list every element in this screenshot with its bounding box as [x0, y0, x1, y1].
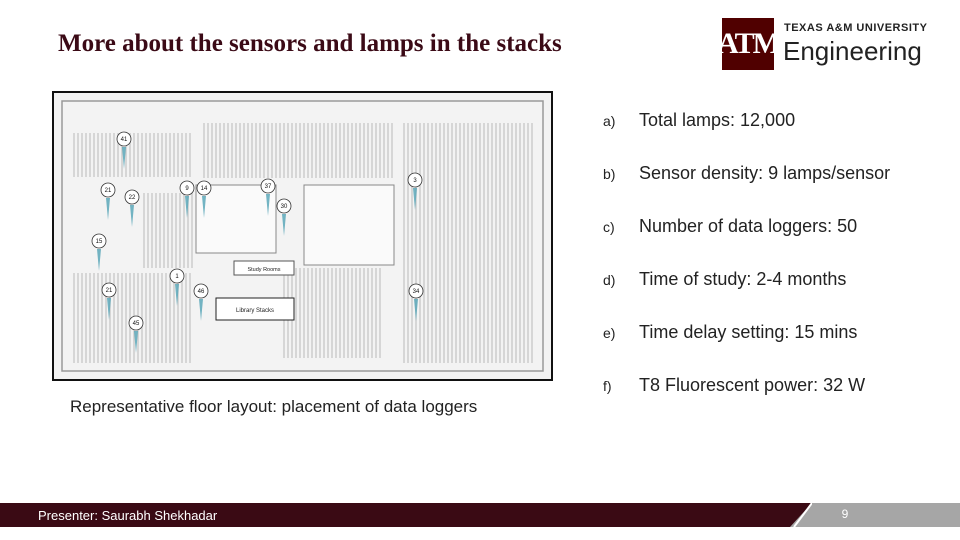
sensor-cone — [106, 198, 110, 220]
fact-study-time: Time of study: 2-4 months — [639, 269, 847, 289]
fact-fluorescent-power: T8 Fluorescent power: 32 W — [639, 375, 866, 395]
central-core-right — [303, 184, 395, 266]
logger-marker — [407, 172, 423, 188]
fact-total-lamps: Total lamps: 12,000 — [639, 110, 796, 130]
figure-caption: Representative floor layout: placement o… — [70, 397, 478, 416]
footer-dark-band — [0, 503, 806, 527]
library-stacks-box — [215, 297, 295, 321]
study-rooms-label: Study Rooms — [247, 267, 280, 273]
logger-id-label: 37 — [265, 184, 272, 190]
sensor-cone — [130, 205, 134, 227]
floor-plan-drawing: Study Rooms Library Stacks 41 21 22 9 14 37 30… — [61, 100, 544, 372]
floor-layout-image: Study Rooms Library Stacks 41 21 22 9 14 37 30… — [52, 91, 553, 381]
sensor-cone — [414, 299, 418, 321]
list-item: c) Number of data loggers: 50 — [603, 200, 948, 253]
central-core-left — [195, 184, 277, 254]
logger-id-label: 1 — [175, 274, 179, 280]
sensor-cone — [282, 214, 286, 236]
atm-logo-mark: ATM — [717, 18, 781, 70]
list-marker: b) — [603, 165, 616, 182]
logger-marker — [169, 268, 185, 284]
fact-time-delay: Time delay setting: 15 mins — [639, 322, 858, 342]
logger-id-label: 21 — [105, 188, 112, 194]
fact-sensor-density: Sensor density: 9 lamps/sensor — [639, 163, 891, 183]
logger-id-label: 34 — [413, 289, 420, 295]
sensor-cone — [97, 249, 101, 271]
logo-college-text: Engineering — [783, 36, 922, 66]
list-marker: e) — [603, 324, 616, 341]
logger-id-label: 21 — [106, 288, 113, 294]
list-marker: d) — [603, 271, 616, 288]
logger-marker — [124, 189, 140, 205]
logger-marker — [196, 180, 212, 196]
list-item: e) Time delay setting: 15 mins — [603, 306, 948, 359]
logo-university-text: TEXAS A&M UNIVERSITY — [784, 22, 928, 34]
logger-marker — [260, 178, 276, 194]
sensor-cone — [107, 298, 111, 320]
sensor-cone — [202, 196, 206, 218]
logger-id-label: 22 — [129, 195, 136, 201]
logger-marker — [91, 233, 107, 249]
logger-id-label: 14 — [201, 186, 208, 192]
logger-marker — [408, 283, 424, 299]
data-logger-markers: 41 21 22 9 14 37 30 3 15 1 46 21 45 34 — [91, 131, 424, 353]
building-outline — [61, 100, 544, 372]
list-marker: c) — [603, 218, 615, 235]
sensor-cone — [413, 188, 417, 210]
list-marker: f) — [603, 377, 612, 394]
library-stacks-label: Library Stacks — [236, 308, 274, 314]
sensor-cone — [175, 284, 179, 306]
logger-id-label: 45 — [133, 321, 140, 327]
logger-marker — [128, 315, 144, 331]
logger-id-label: 46 — [198, 289, 205, 295]
presenter-name: Presenter: Saurabh Shekhadar — [38, 508, 218, 523]
logger-marker — [193, 283, 209, 299]
sensor-cone — [266, 194, 270, 216]
slide-title: More about the sensors and lamps in the … — [58, 30, 562, 57]
list-item: a) Total lamps: 12,000 — [603, 94, 948, 147]
sensor-cone — [122, 147, 126, 169]
logger-id-label: 41 — [121, 137, 128, 143]
fact-data-loggers: Number of data loggers: 50 — [639, 216, 858, 236]
university-logo: ATM TEXAS A&M UNIVERSITY Engineering — [717, 18, 927, 72]
logger-id-label: 3 — [413, 178, 417, 184]
list-item: f) T8 Fluorescent power: 32 W — [603, 359, 948, 412]
logger-marker — [276, 198, 292, 214]
shelf-rows — [73, 123, 533, 363]
sensor-cone — [199, 299, 203, 321]
sensor-cone — [185, 196, 189, 218]
page-number: 9 — [841, 507, 849, 521]
logger-id-label: 9 — [185, 186, 189, 192]
logger-marker — [100, 182, 116, 198]
logger-id-label: 30 — [281, 204, 288, 210]
footer-bar: Presenter: Saurabh Shekhadar 9 — [0, 503, 960, 527]
study-rooms-box — [233, 260, 295, 276]
footer-gray-band — [812, 503, 960, 527]
logger-marker — [179, 180, 195, 196]
logger-marker — [116, 131, 132, 147]
list-marker: a) — [603, 112, 616, 129]
list-item: b) Sensor density: 9 lamps/sensor — [603, 147, 948, 200]
logger-marker — [101, 282, 117, 298]
sensor-cone — [134, 331, 138, 353]
facts-list: a) Total lamps: 12,000 b) Sensor density… — [603, 94, 948, 412]
list-item: d) Time of study: 2-4 months — [603, 253, 948, 306]
logger-id-label: 15 — [96, 239, 103, 245]
